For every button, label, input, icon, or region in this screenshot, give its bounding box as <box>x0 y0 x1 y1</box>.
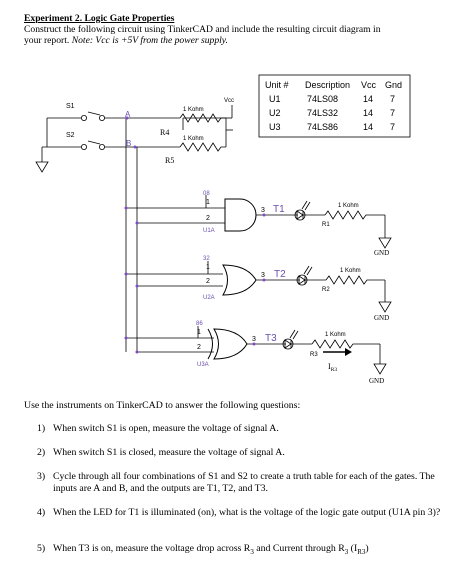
gate2-pin1: 1 <box>206 264 210 271</box>
gate3-pin2: 2 <box>197 344 201 351</box>
vcc-label: Vcc <box>224 98 234 104</box>
r2-value: 1 Kohm <box>340 268 361 274</box>
gate1-type: 08 <box>203 191 210 197</box>
gnd-label-2: GND <box>374 314 389 322</box>
gnd-label-3: GND <box>369 377 384 385</box>
gate3-unit: U3A <box>197 362 209 368</box>
r4-value: 1 Kohm <box>183 107 204 113</box>
current-label: IR3 <box>328 362 337 373</box>
gate1-output-label: T1 <box>273 204 285 215</box>
instruction-line-2: your report. Note: Vcc is +5V from the p… <box>24 35 464 46</box>
questions-intro: Use the instruments on TinkerCAD to answ… <box>24 400 301 411</box>
gate1-pin1: 1 <box>206 199 210 206</box>
table-cell: 14 <box>363 108 373 118</box>
switch-s1-label: S1 <box>66 103 75 110</box>
vcc-note: Note: Vcc is +5V from the power supply. <box>71 35 228 46</box>
table-cell: U1 <box>269 94 281 104</box>
r4-label: R4 <box>160 128 169 137</box>
parts-table-frame <box>258 74 411 138</box>
gate2-pin3: 3 <box>261 272 265 279</box>
switch-s1-blade <box>87 111 101 116</box>
gate3-output-label: T3 <box>265 333 277 344</box>
node-a-label: A <box>125 110 131 119</box>
r5-label: R5 <box>165 156 174 165</box>
r5-value: 1 Kohm <box>183 136 204 142</box>
table-cell: 7 <box>390 94 395 104</box>
r1-value: 1 Kohm <box>338 203 359 209</box>
table-cell: U3 <box>269 122 281 132</box>
gate2-pin2: 2 <box>206 278 210 285</box>
r2-label: R2 <box>322 287 330 293</box>
table-cell: 7 <box>390 108 395 118</box>
question-text: When the LED for T1 is illuminated (on),… <box>53 507 441 518</box>
instruction-line-1: Construct the following circuit using Ti… <box>24 24 381 35</box>
question-text: When switch S1 is closed, measure the vo… <box>53 447 285 458</box>
r3-label: R3 <box>310 352 318 358</box>
table-cell: 74LS86 <box>307 122 338 132</box>
question-number: 1) <box>37 423 46 434</box>
table-header-gnd: Gnd <box>385 80 402 90</box>
instruction-lead: your report. <box>24 35 72 46</box>
experiment-heading: Experiment 2. Logic Gate Properties Cons… <box>24 13 464 46</box>
gate3-type: 86 <box>196 321 203 327</box>
switch-s2-blade <box>87 140 101 145</box>
r3-value: 1 Kohm <box>325 332 346 338</box>
table-header-description: Description <box>305 80 350 90</box>
question-number: 2) <box>37 447 46 458</box>
question-text: When T3 is on, measure the voltage drop … <box>53 543 369 556</box>
gate3-pin1: 1 <box>197 329 201 336</box>
table-cell: 14 <box>363 94 373 104</box>
gate1-pin2: 2 <box>206 215 210 222</box>
table-header-unit: Unit # <box>265 80 289 90</box>
gate1-unit: U1A <box>203 228 215 234</box>
table-cell: 74LS08 <box>307 94 338 104</box>
table-cell: U2 <box>269 108 281 118</box>
table-cell: 14 <box>363 122 373 132</box>
circuit-diagram: Unit # Description Vcc Gnd U1 74LS08 14 … <box>35 74 411 385</box>
question-number: 5) <box>37 543 46 554</box>
experiment-title: Experiment 2. Logic Gate Properties <box>24 13 175 24</box>
switch-s2-label: S2 <box>66 132 75 139</box>
gate3-pin3: 3 <box>252 336 256 343</box>
gate2-unit: U2A <box>203 295 215 301</box>
question-number: 4) <box>37 507 46 518</box>
table-cell: 7 <box>390 122 395 132</box>
table-cell: 74LS32 <box>307 108 338 118</box>
gate1-pin3: 3 <box>261 207 265 214</box>
question-text: When switch S1 is open, measure the volt… <box>53 423 279 434</box>
gate2-output-label: T2 <box>274 269 286 280</box>
gate2-type: 32 <box>203 256 210 262</box>
question-text: Cycle through all four combinations of S… <box>53 471 435 494</box>
node-b-label: B <box>126 139 131 148</box>
gnd-label-1: GND <box>374 249 389 257</box>
question-number: 3) <box>37 471 46 482</box>
table-header-vcc: Vcc <box>361 80 377 90</box>
r1-label: R1 <box>322 222 330 228</box>
